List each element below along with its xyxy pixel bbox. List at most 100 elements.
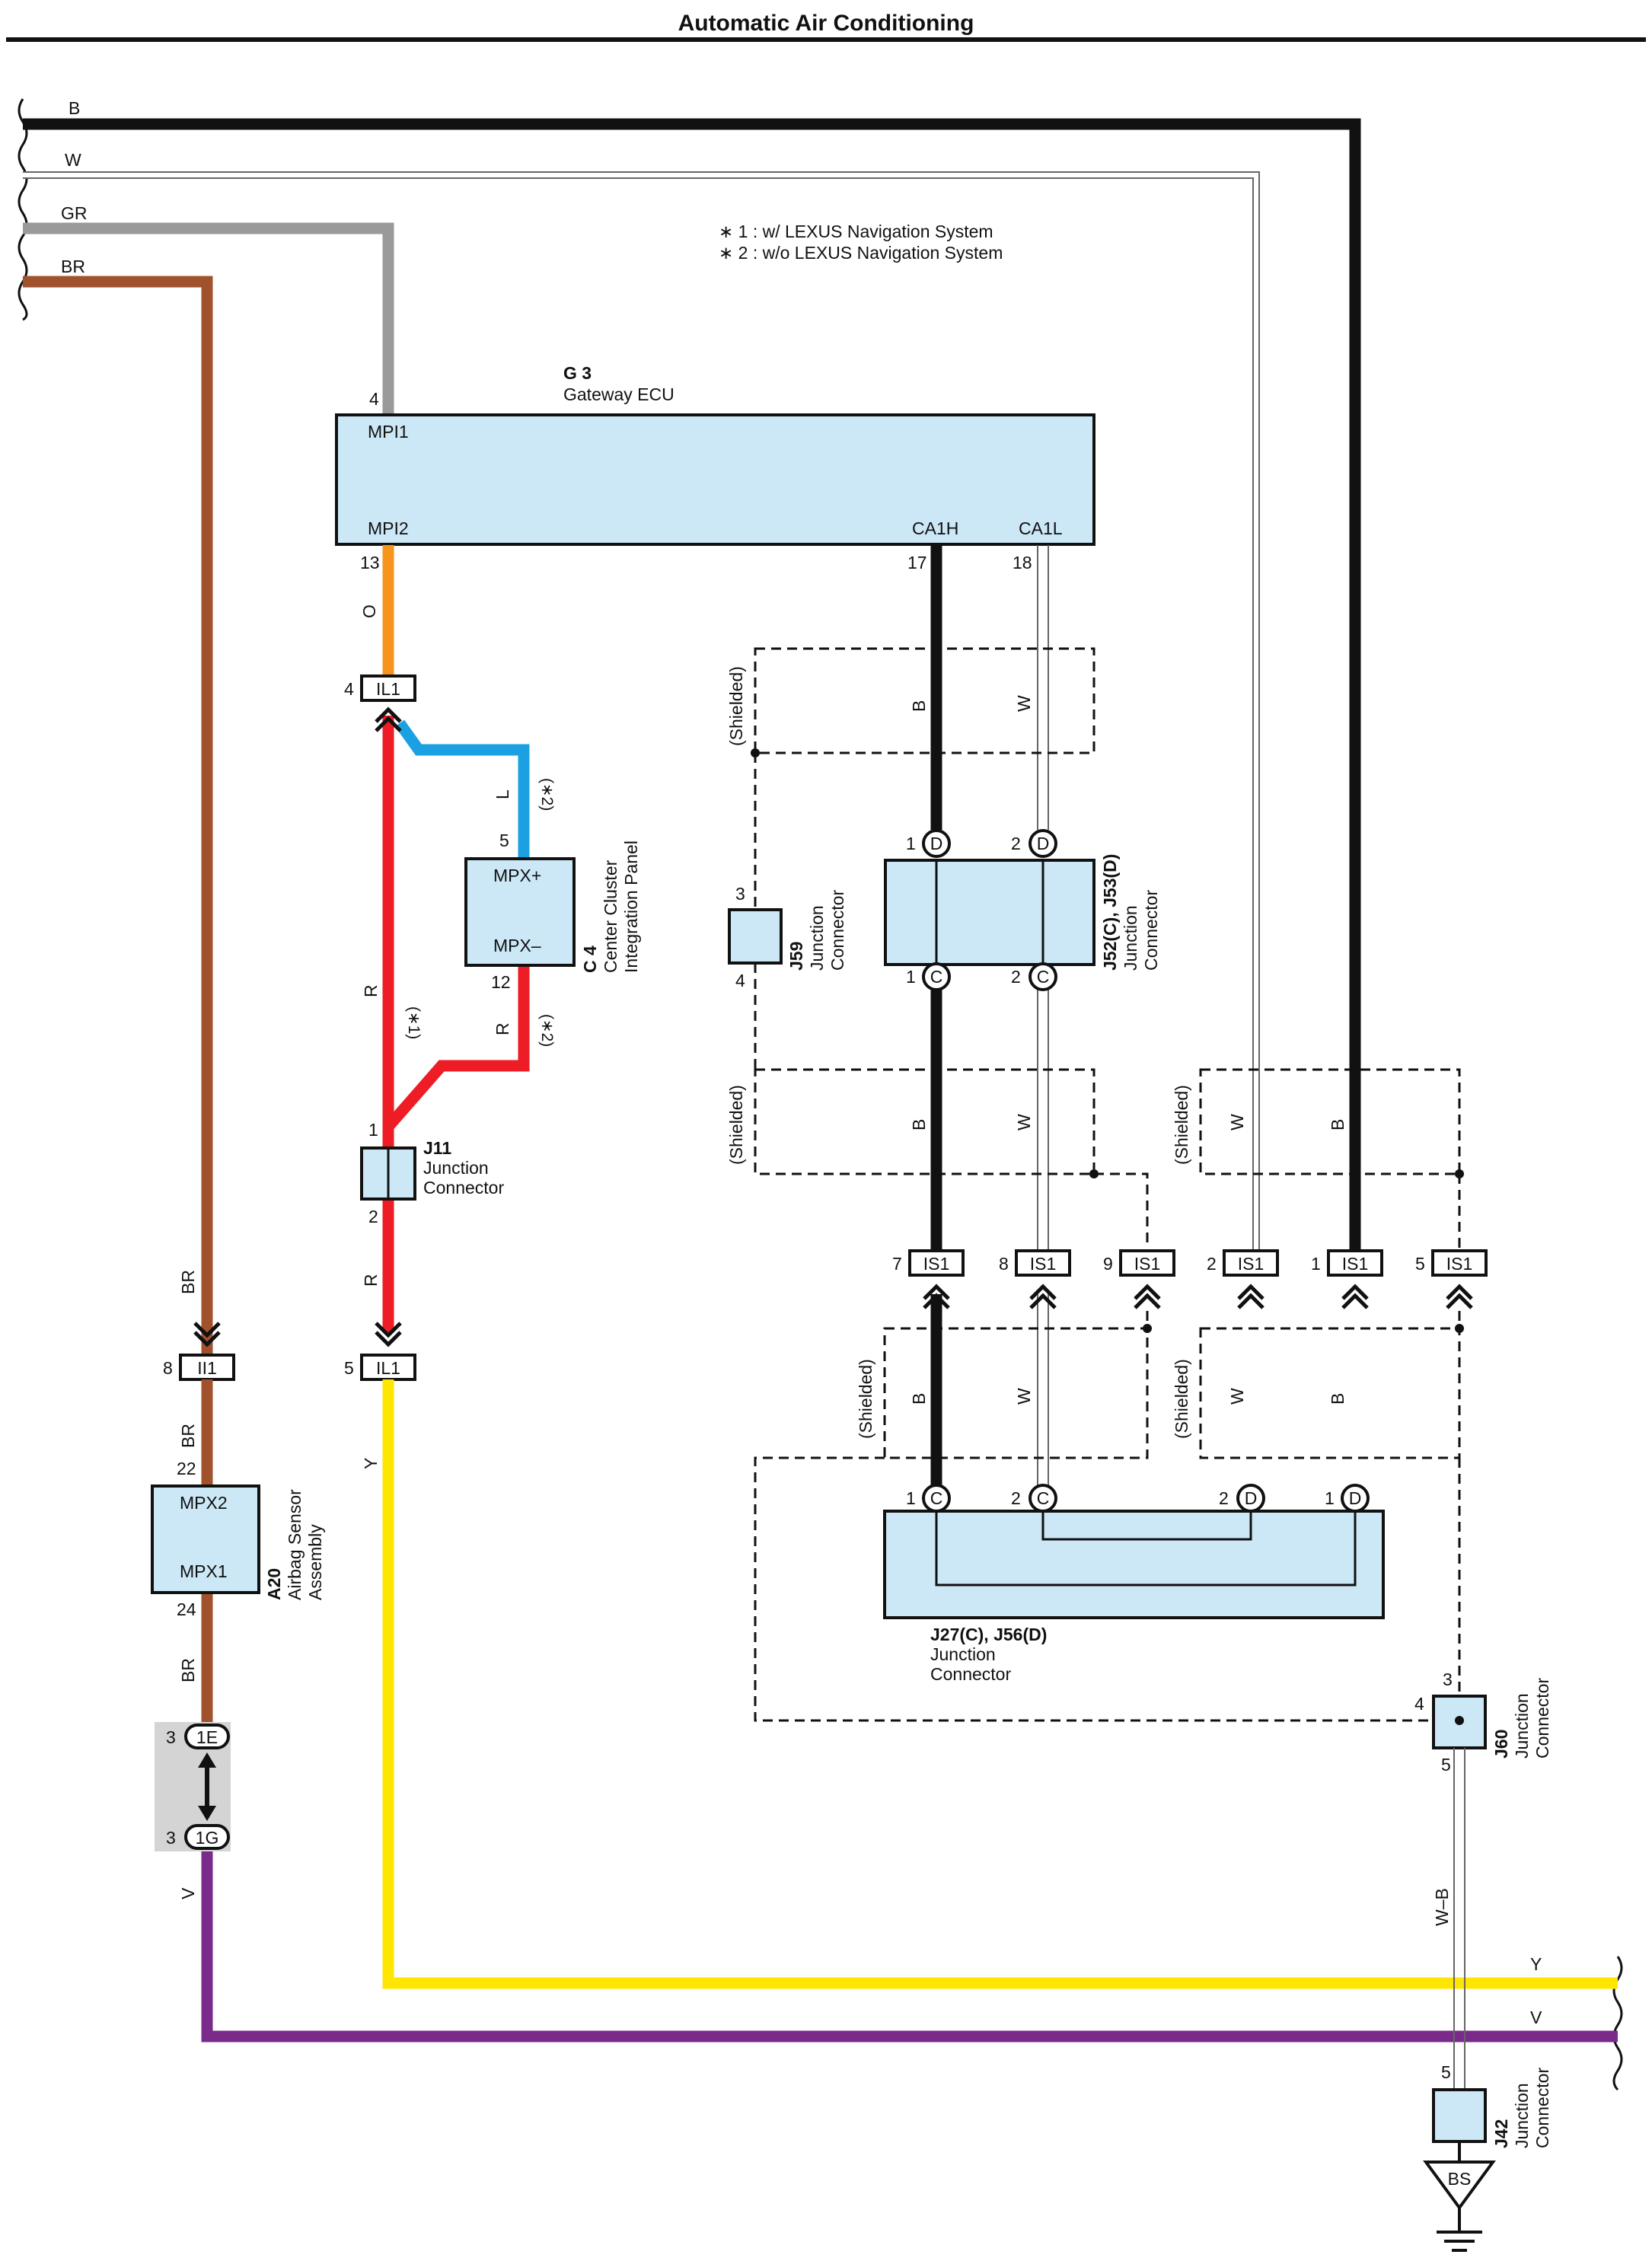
wire-label-r-b: R [493, 1022, 512, 1035]
connector-is1-5-label: IS1 [1446, 1254, 1473, 1274]
connector-is1-2-label: IS1 [1238, 1254, 1265, 1274]
connector-is1-8 [1015, 1249, 1071, 1277]
gateway-pin-mpi2: MPI2 [368, 518, 409, 538]
wire-label-r-a: R [361, 984, 381, 997]
shield-box-4 [883, 1327, 1149, 1459]
j60-dot [1455, 1716, 1464, 1725]
connector-il1-bot-label: IL1 [376, 1358, 400, 1378]
arrow-ii1 [193, 1322, 221, 1347]
j60-id: J60 [1491, 1730, 1511, 1759]
connector-1e [184, 1724, 230, 1749]
gateway-pinno-18: 18 [1013, 553, 1032, 572]
c4-pin-5: 5 [499, 831, 509, 850]
j60-pin-5: 5 [1441, 1755, 1451, 1775]
connector-1g-pin: 3 [166, 1828, 176, 1848]
j60-pin-3: 3 [1443, 1669, 1453, 1689]
shield-box-3 [1199, 1068, 1461, 1175]
gateway-ecu-name: Gateway ECU [563, 384, 675, 404]
j27-pin-d1-label: D [1349, 1488, 1362, 1508]
wire-label-y-right: Y [1530, 1954, 1542, 1974]
wire-label-br-c: BR [178, 1658, 198, 1682]
j59-pin-4: 4 [735, 971, 745, 990]
j59-line1: Junction [807, 905, 827, 971]
gateway-ecu-box [335, 413, 1095, 546]
arrow-il1-bot [375, 1322, 402, 1347]
shield-dot-4 [1143, 1324, 1152, 1333]
connector-is1-7-label: IS1 [923, 1254, 950, 1274]
wire-label-b3: B [1328, 1119, 1347, 1130]
connector-is1-7-pin: 7 [892, 1254, 902, 1274]
j27-pin-c2 [1029, 1484, 1057, 1513]
j52-pin-c2-no: 2 [1011, 967, 1021, 987]
wire-label-wb: W–B [1432, 1888, 1452, 1926]
wire-label-w2: W [1014, 1114, 1034, 1130]
gateway-pinno-4: 4 [369, 389, 379, 409]
j59-line2: Connector [828, 890, 847, 971]
shield-label-2: (Shielded) [726, 1085, 746, 1165]
j42-box [1432, 2088, 1487, 2143]
wire-label-l-note: (∗2) [538, 778, 556, 811]
j11-pin-1: 1 [368, 1120, 378, 1140]
wire-label-r-a-note: (∗1) [405, 1006, 423, 1039]
shield-drain-2 [1094, 1172, 1149, 1248]
connector-ii1-pin: 8 [163, 1358, 173, 1378]
j27-id: J27(C), J56(D) [930, 1625, 1047, 1644]
c4-mpxp: MPX+ [493, 866, 541, 885]
connector-il1-top [360, 674, 416, 702]
arrow-il1-top [375, 706, 402, 732]
ground-label: BS [1448, 2169, 1472, 2189]
j52-pin-c2 [1029, 962, 1057, 991]
wire-label-top-gr: GR [61, 203, 88, 223]
connector-il1-top-label: IL1 [376, 679, 400, 699]
shield-dot-5 [1455, 1324, 1464, 1333]
is1-connector-row: IS1 7 IS1 8 IS1 9 IS1 2 IS1 1 IS1 5 [892, 1249, 1488, 1277]
j27-pin-c1-label: C [930, 1488, 943, 1508]
j27-pin-c1 [922, 1484, 951, 1513]
wire-label-br-a: BR [178, 1270, 198, 1294]
wire-label-w5: W [1227, 1388, 1247, 1405]
c4-id: C 4 [580, 946, 600, 973]
gateway-pin-ca1l: CA1L [1019, 518, 1063, 538]
c4-box [464, 857, 576, 967]
page-title: Automatic Air Conditioning [678, 11, 974, 36]
shield-drain-loop [754, 1456, 1439, 1722]
j52-pin-d1-no: 1 [906, 834, 916, 853]
connector-is1-1-label: IS1 [1342, 1254, 1369, 1274]
j52-pin-d2-no: 2 [1011, 834, 1021, 853]
wire-wb [1453, 1748, 1465, 2090]
j11-pin-2: 2 [368, 1207, 378, 1226]
j52-pin-d1 [922, 829, 951, 858]
wire-gr [23, 222, 394, 415]
wire-label-b5: B [1328, 1393, 1347, 1405]
note-1: ∗ 1 : w/ LEXUS Navigation System [719, 222, 993, 241]
wire-label-v-right: V [1530, 2007, 1542, 2027]
connector-il1-bot-pin: 5 [344, 1358, 354, 1378]
a20-pin-22: 22 [177, 1459, 196, 1478]
a20-id: A20 [264, 1568, 284, 1600]
j27-inner-w-link [1041, 1511, 1252, 1541]
gateway-pinno-17: 17 [907, 553, 927, 572]
j11-id: J11 [423, 1138, 451, 1158]
connector-is1-5 [1431, 1249, 1488, 1277]
wire-b-main [23, 118, 1361, 1254]
connector-1e-label: 1E [196, 1727, 218, 1747]
wire-label-l: L [493, 789, 512, 799]
wire-label-b2: B [909, 1119, 929, 1130]
wire-label-v: V [178, 1887, 198, 1899]
a20-line2: Assembly [305, 1524, 325, 1600]
wire-label-b1: B [909, 700, 929, 712]
shield-box-5 [1199, 1327, 1461, 1459]
wire-label-o: O [359, 604, 379, 618]
connector-1e-1g-arrowheads [198, 1752, 216, 1821]
j27-pin-d1-no: 1 [1325, 1488, 1335, 1508]
j60-line2: Connector [1532, 1678, 1552, 1759]
j52-pin-c1-label: C [930, 967, 943, 987]
j52-pin-d1-label: D [930, 834, 943, 853]
j59-box [728, 908, 783, 965]
connector-ii1-label: II1 [197, 1358, 217, 1378]
wire-label-y: Y [361, 1458, 381, 1469]
j60-line1: Junction [1512, 1693, 1532, 1759]
gateway-ecu-id: G 3 [563, 363, 592, 383]
a20-mpx1: MPX1 [180, 1561, 228, 1581]
